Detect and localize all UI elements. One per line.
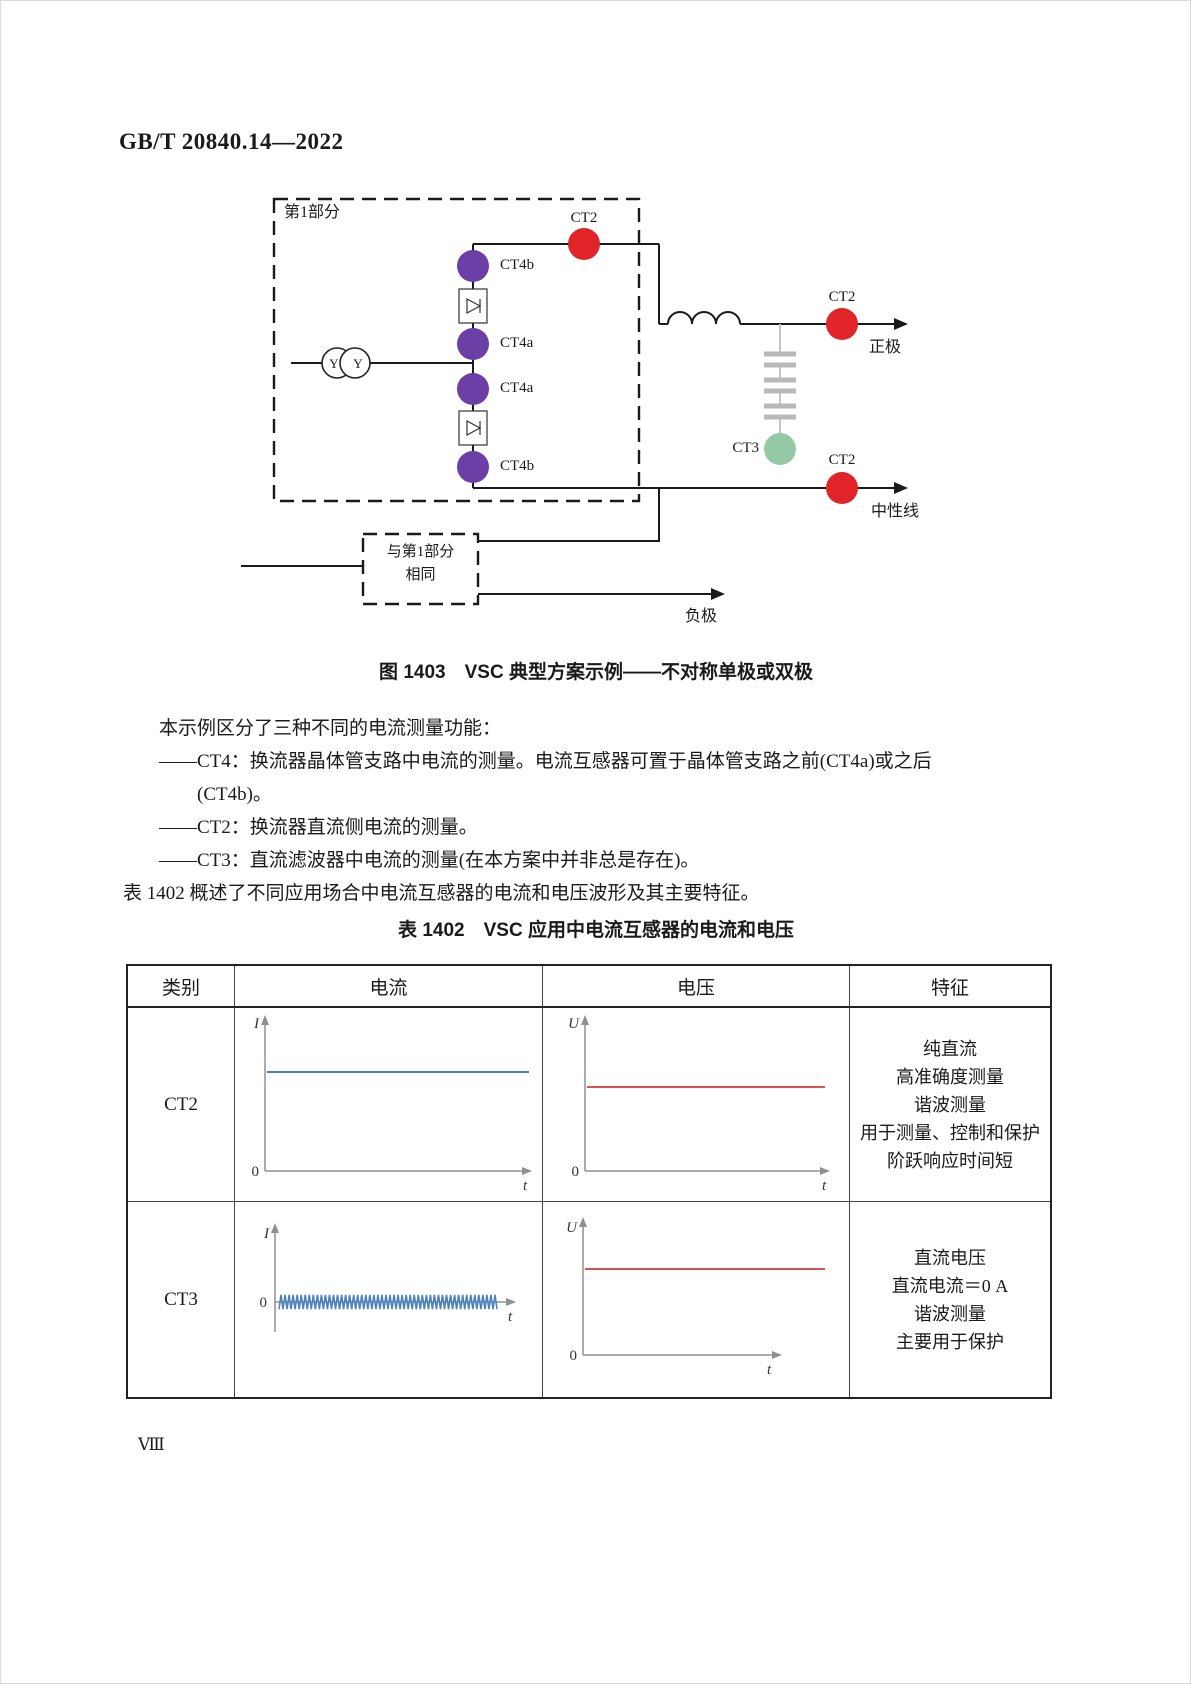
ct3-voltage-xlabel: t — [767, 1362, 772, 1378]
ct2-current-xlabel: t — [523, 1178, 528, 1194]
negative-arrow — [711, 588, 725, 600]
ct2-voltage-ylabel: U — [568, 1016, 580, 1032]
ct3-current-ylabel: I — [263, 1226, 270, 1242]
ct4b-top-sensor — [457, 250, 489, 282]
dc-filter-capacitor — [764, 324, 796, 433]
ct4a-lower-sensor — [457, 373, 489, 405]
ct3-voltage-chart: U 0 t — [543, 1202, 850, 1397]
ct2-top-sensor — [568, 228, 600, 260]
header-category: 类别 — [128, 966, 235, 1008]
neutral-line-label: 中性线 — [871, 503, 920, 520]
ct2-current-ylabel: I — [253, 1016, 260, 1032]
vsc-schematic: Y Y — [241, 197, 908, 606]
ct3-label: CT3 — [732, 440, 759, 456]
ct2-characteristics: 纯直流 高准确度测量 谐波测量 用于测量、控制和保护 阶跃响应时间短 — [850, 1008, 1050, 1202]
positive-arrow — [894, 318, 908, 330]
valve-upper — [458, 288, 488, 324]
ct2-current-origin: 0 — [252, 1164, 260, 1180]
header-current: 电流 — [235, 966, 543, 1008]
ct3-current-xlabel: t — [508, 1309, 513, 1325]
table-header-row: 类别 电流 电压 特征 — [128, 966, 1050, 1008]
ct2-voltage-origin: 0 — [572, 1164, 580, 1180]
ct3-current-origin: 0 — [260, 1295, 268, 1311]
part1-box-label: 第1部分 — [284, 204, 341, 221]
ct2-neutral-label: CT2 — [828, 452, 856, 468]
list-item-ct3: ——CT3：直流滤波器中电流的测量(在本方案中并非总是存在)。 — [159, 850, 700, 871]
paragraph-intro: 本示例区分了三种不同的电流测量功能： — [159, 718, 502, 739]
ct2-current-chart: I 0 t — [235, 1008, 543, 1202]
ct4a-upper-label: CT4a — [500, 335, 534, 351]
list-item-ct4-line2: (CT4b)。 — [197, 784, 272, 805]
wires — [241, 243, 894, 595]
ct2-voltage-chart: U 0 t — [543, 1008, 850, 1202]
table-row-ct3: CT3 I 0 t — [128, 1202, 1050, 1397]
doc-number: GB/T 20840.14—2022 — [119, 129, 344, 154]
header-voltage: 电压 — [543, 966, 850, 1008]
table-row-ct2: CT2 I 0 t — [128, 1008, 1050, 1202]
ct4b-top-label: CT4b — [500, 257, 535, 273]
list-item-ct4-line1: ——CT4：换流器晶体管支路中电流的测量。电流互感器可置于晶体管支路之前(CT4… — [159, 751, 932, 772]
list-item-ct2: ——CT2：换流器直流侧电流的测量。 — [159, 817, 478, 838]
page-number: Ⅷ — [138, 1435, 165, 1454]
ct3-voltage-origin: 0 — [570, 1348, 578, 1364]
part1-dashed-box — [272, 197, 641, 503]
ct3-sensor — [764, 433, 796, 465]
table-1402: 类别 电流 电压 特征 CT2 I 0 t — [126, 964, 1052, 1399]
table-title: 表 1402 VSC 应用中电流互感器的电流和电压 — [398, 920, 794, 941]
ct2-neutral-sensor — [826, 472, 858, 504]
negative-pole-label: 负极 — [685, 608, 718, 625]
ct3-category: CT3 — [128, 1202, 235, 1397]
ct3-current-chart: I 0 t — [235, 1202, 543, 1397]
transformer-y2-label: Y — [353, 356, 363, 371]
ct3-characteristics: 直流电压 直流电流＝0 A 谐波测量 主要用于保护 — [891, 1247, 1009, 1352]
ct2-voltage-xlabel: t — [822, 1178, 827, 1194]
transformer: Y Y — [321, 347, 371, 379]
ct2-category: CT2 — [128, 1008, 235, 1202]
ct3-current-ripple — [278, 1294, 498, 1310]
same-as-part1-dashed-box — [361, 532, 480, 606]
ct2-positive-label: CT2 — [828, 289, 856, 305]
ct4a-upper-sensor — [457, 328, 489, 360]
ct4b-bottom-sensor — [457, 451, 489, 483]
figure-caption: 图 1403 VSC 典型方案示例——不对称单极或双极 — [379, 662, 813, 683]
ct3-voltage-ylabel: U — [566, 1220, 578, 1236]
valve-lower — [458, 410, 488, 446]
ct2-positive-sensor — [826, 308, 858, 340]
ct4b-bottom-label: CT4b — [500, 458, 535, 474]
ct4a-lower-label: CT4a — [500, 380, 534, 396]
positive-pole-label: 正极 — [869, 339, 902, 356]
neutral-arrow — [894, 482, 908, 494]
transformer-y1-label: Y — [329, 356, 339, 371]
ct2-top-label: CT2 — [570, 210, 598, 226]
header-characteristics: 特征 — [850, 966, 1050, 1008]
same-as-part1-box-label: 与第1部分 相同 — [386, 544, 455, 583]
smoothing-reactor — [667, 311, 741, 325]
paragraph-table-ref: 表 1402 概述了不同应用场合中电流互感器的电流和电压波形及其主要特征。 — [123, 883, 760, 904]
